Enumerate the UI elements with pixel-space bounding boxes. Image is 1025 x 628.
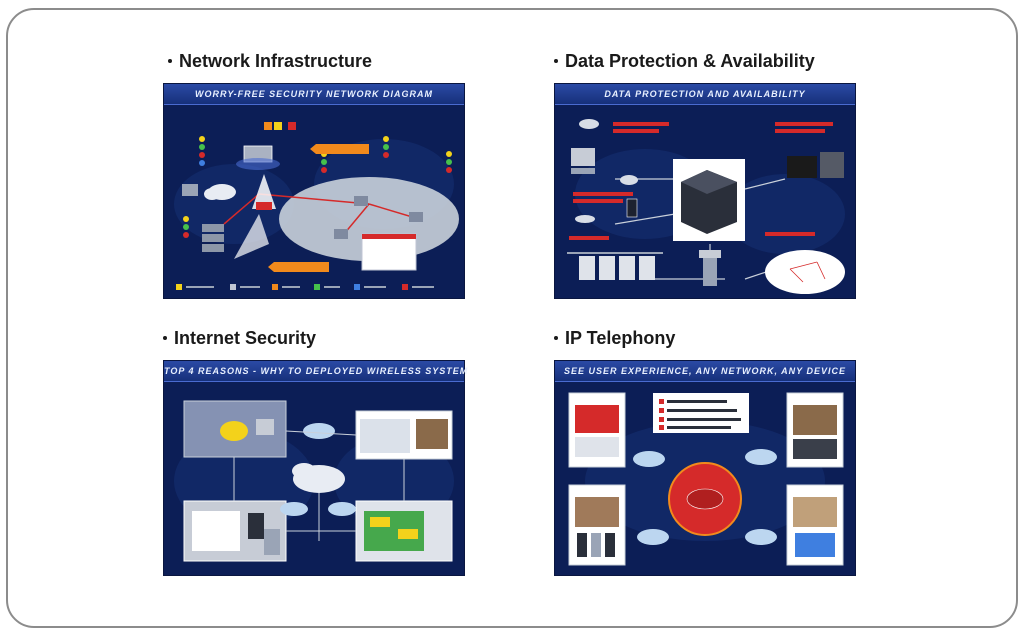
feature-checklist bbox=[653, 393, 749, 433]
poster-banner: SEE USER EXPERIENCE, ANY NETWORK, ANY DE… bbox=[555, 361, 855, 382]
bullet-icon bbox=[554, 335, 558, 340]
feature-box-bottom-left bbox=[568, 484, 626, 566]
panel-heading-text: Data Protection & Availability bbox=[565, 51, 815, 71]
camera-icon bbox=[575, 119, 638, 223]
data-protection-graphic bbox=[567, 119, 845, 294]
ip-telephony-poster: SEE USER EXPERIENCE, ANY NETWORK, ANY DE… bbox=[554, 360, 856, 576]
cloud-icon bbox=[204, 184, 236, 200]
storage-array-icon bbox=[673, 159, 745, 241]
firewall-icon bbox=[256, 202, 272, 210]
cloud-icon bbox=[633, 449, 777, 545]
legend-row bbox=[176, 284, 434, 290]
bullet-icon bbox=[168, 58, 172, 63]
network-diagram-graphic bbox=[174, 122, 459, 290]
panel-internet-security: Internet Security TOP 4 REASONS - WHY TO… bbox=[163, 327, 473, 576]
feature-box-top-left bbox=[183, 400, 287, 458]
panel-heading-text: Network Infrastructure bbox=[179, 51, 373, 71]
panel-heading-text: IP Telephony bbox=[565, 328, 676, 348]
network-diagram-poster: WORRY-FREE SECURITY NETWORK DIAGRAM bbox=[163, 83, 465, 299]
panel-heading: Internet Security bbox=[163, 327, 473, 349]
network-cloud bbox=[765, 250, 845, 294]
content-frame bbox=[6, 8, 1018, 628]
cloud-icon bbox=[280, 423, 356, 516]
internet-security-poster: TOP 4 REASONS - WHY TO DEPLOYED WIRELESS… bbox=[163, 360, 467, 576]
poster-banner: DATA PROTECTION AND AVAILABILITY bbox=[555, 84, 855, 105]
panel-network-infrastructure: Network Infrastructure WORRY-FREE SECURI… bbox=[163, 50, 473, 299]
poster-banner: TOP 4 REASONS - WHY TO DEPLOYED WIRELESS… bbox=[164, 361, 467, 382]
data-protection-poster: DATA PROTECTION AND AVAILABILITY bbox=[554, 83, 856, 299]
feature-box-top-right bbox=[355, 410, 453, 460]
feature-box-top-left bbox=[568, 392, 626, 468]
bullet-icon bbox=[554, 58, 558, 63]
bullet-icon bbox=[163, 335, 167, 340]
panel-data-protection: Data Protection & Availability DATA PROT… bbox=[554, 50, 864, 299]
feature-box-top-right bbox=[786, 392, 844, 468]
panel-heading-text: Internet Security bbox=[174, 328, 317, 348]
server-rack-icon bbox=[787, 152, 844, 178]
server-icon bbox=[236, 145, 280, 170]
feature-box-bottom-right bbox=[355, 500, 453, 562]
panel-heading: Network Infrastructure bbox=[168, 50, 473, 72]
panel-ip-telephony: IP Telephony SEE USER EXPERIENCE, ANY NE… bbox=[554, 327, 864, 576]
feature-box-bottom-right bbox=[786, 484, 844, 566]
feature-box-bottom-left bbox=[183, 500, 287, 562]
panel-heading: IP Telephony bbox=[554, 327, 864, 349]
ip-telephony-graphic bbox=[568, 392, 844, 566]
panel-heading: Data Protection & Availability bbox=[554, 50, 864, 72]
poster-banner: WORRY-FREE SECURITY NETWORK DIAGRAM bbox=[164, 84, 464, 105]
server-stack-icon bbox=[202, 224, 224, 252]
internet-security-graphic bbox=[174, 400, 454, 562]
